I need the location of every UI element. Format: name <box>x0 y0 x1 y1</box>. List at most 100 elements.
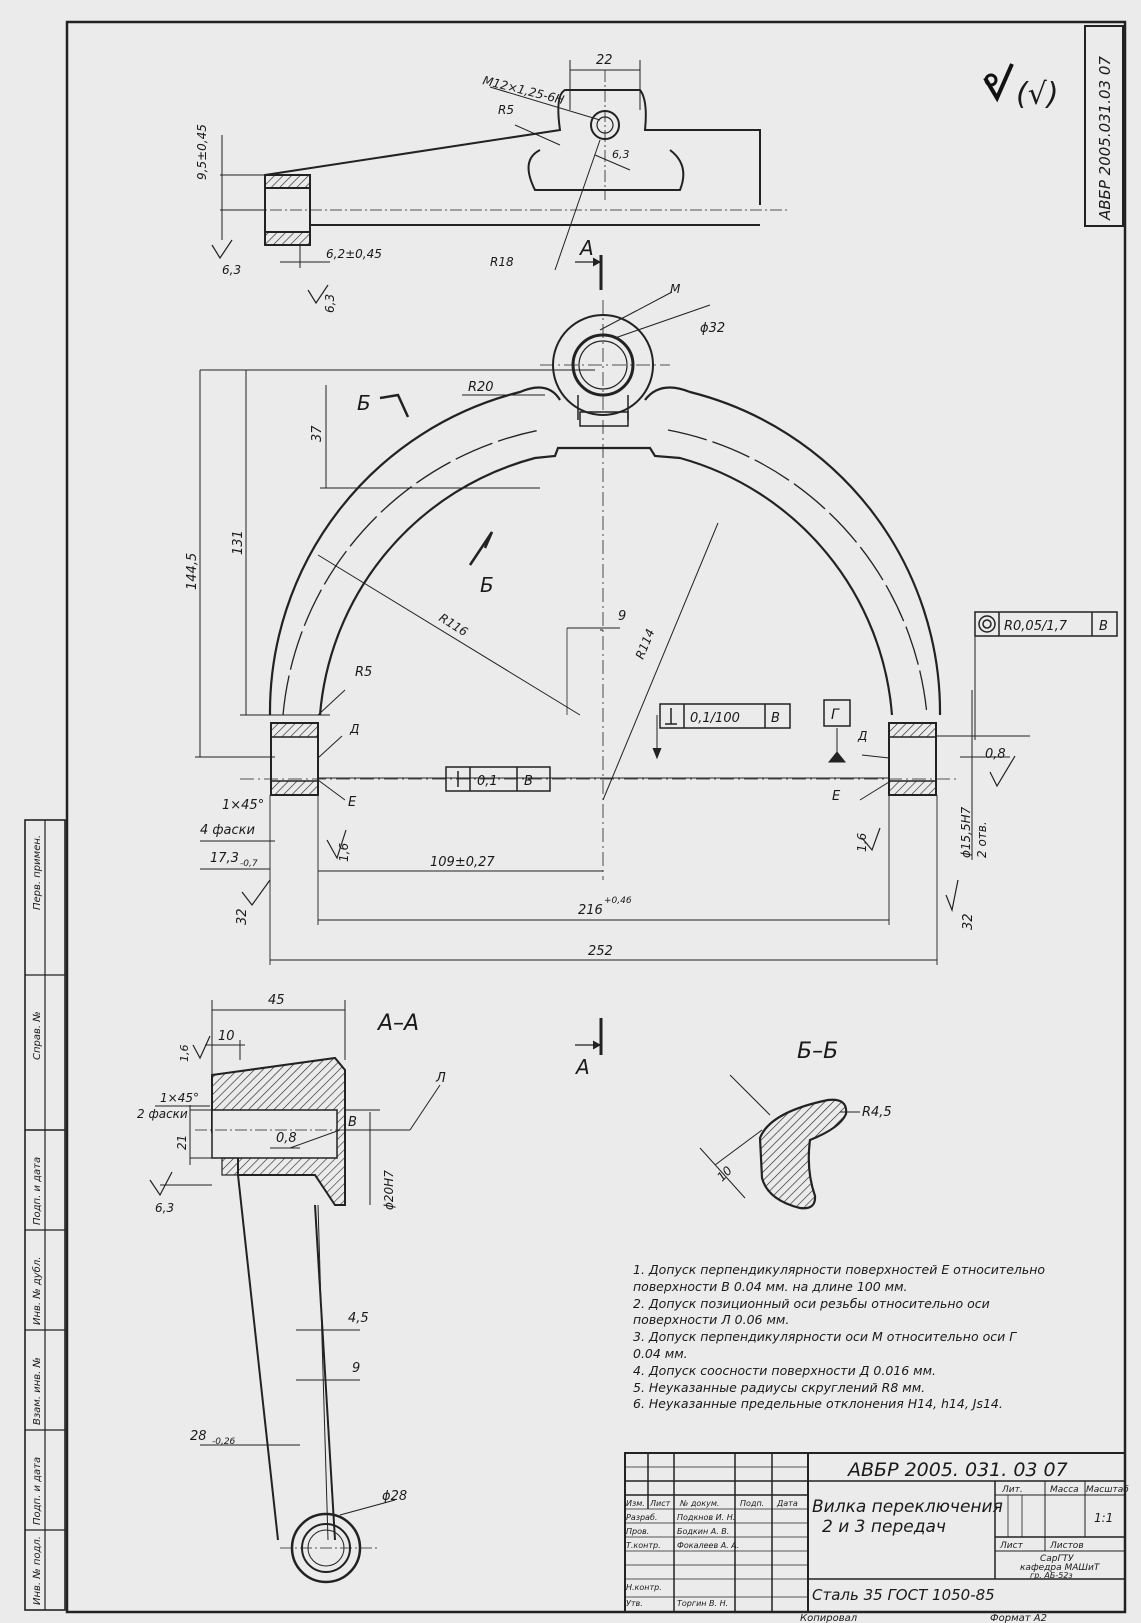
dim-6-2: 6,2±0,45 <box>326 247 382 261</box>
tb-name: Бодкин А. В. <box>677 1527 729 1536</box>
strip-label: Инв. № подл. <box>32 1536 43 1605</box>
note-line: 4. Допуск соосности поверхности Д 0.016 … <box>633 1362 937 1378</box>
tb-label-lit: Лит. <box>1001 1485 1023 1495</box>
dim-17-3-tol: -0,7 <box>240 859 258 869</box>
roughness-6-3-aa: 6,3 <box>155 1201 174 1215</box>
dim-r18: R18 <box>490 255 514 269</box>
dim-17-3: 17,3 <box>210 851 239 866</box>
svg-text:(√): (√) <box>1016 77 1059 112</box>
svg-text:0,1: 0,1 <box>477 774 498 789</box>
section-mark-a: А <box>578 236 594 260</box>
dim-chamfer2-count: 2 фаски <box>137 1107 188 1121</box>
strip-label: Взам. инв. № <box>32 1357 43 1425</box>
svg-text:В: В <box>524 774 533 789</box>
dim-28-tol: -0,26 <box>212 1437 236 1447</box>
section-mark-a-bottom: А <box>574 1055 590 1079</box>
tb-name: Фокалеев А. А. <box>677 1541 739 1550</box>
section-aa-title: А–А <box>376 1011 419 1036</box>
tb-copied: Копировал <box>800 1613 858 1623</box>
note-line: 2. Допуск позиционный оси резьбы относит… <box>633 1295 990 1311</box>
tb-role: Разраб. <box>626 1513 657 1522</box>
drawing-frame <box>65 20 1127 1614</box>
dim-r4-5: R4,5 <box>862 1105 892 1120</box>
note-line: 0.04 мм. <box>633 1345 688 1361</box>
strip-label: Подп. и дата <box>32 1157 43 1225</box>
drawing-code: АВБР 2005. 031. 03 07 <box>846 1459 1068 1481</box>
tb-scale-value: 1:1 <box>1094 1511 1113 1525</box>
dim-21: 21 <box>175 1135 189 1150</box>
tb-col-3: № докум. <box>679 1499 719 1508</box>
section-bb-view <box>699 1074 860 1210</box>
dim-216-tol: +0,46 <box>604 896 632 906</box>
dim-22: 22 <box>596 53 613 68</box>
section-marker-a-top <box>575 255 603 290</box>
svg-text:В: В <box>1099 619 1108 634</box>
tb-role: Пров. <box>626 1527 649 1536</box>
dim-phi32: ϕ32 <box>700 321 725 336</box>
label-e-right: Е <box>832 789 841 804</box>
note-line: 1. Допуск перпендикулярности поверхносте… <box>633 1262 1046 1277</box>
tb-label-scale: Масштаб <box>1086 1485 1129 1495</box>
dim-37: 37 <box>310 425 325 442</box>
roughness-32-left: 32 <box>235 908 250 925</box>
dim-thread: M12×1,25-6H <box>481 73 565 107</box>
dim-9-aa: 9 <box>352 1361 360 1376</box>
tb-role: Т.контр. <box>626 1541 661 1550</box>
tb-format: Формат А2 <box>990 1613 1047 1623</box>
dim-4-5: 4,5 <box>348 1311 369 1326</box>
label-e-left: Е <box>348 795 357 810</box>
label-v: В <box>348 1115 357 1130</box>
roughness-1-6-left: 1,6 <box>337 843 351 862</box>
section-aa-view <box>149 1000 441 1584</box>
strip-label: Подп. и дата <box>32 1457 43 1525</box>
tb-label-mass: Масса <box>1050 1485 1079 1495</box>
dim-chamfer-count: 4 фаски <box>200 823 255 838</box>
section-mark-b-lower: Б <box>480 573 494 597</box>
tb-col-4: Подп. <box>740 1499 764 1508</box>
technical-requirements: 1. Допуск перпендикулярности поверхносте… <box>633 1262 1083 1413</box>
section-bb-title: Б–Б <box>797 1039 838 1064</box>
section-marker-a-bottom <box>575 1018 603 1055</box>
svg-text:R0,05/1,7: R0,05/1,7 <box>1004 619 1068 634</box>
fcf-perpendicularity: 0,1 В <box>445 766 551 792</box>
svg-text:Г: Г <box>831 707 840 723</box>
dim-r5-top: R5 <box>498 103 514 117</box>
note-line: 6. Неуказанные предельные отклонения H14… <box>633 1396 1003 1412</box>
dim-10: 10 <box>218 1029 235 1044</box>
roughness-6-3-a: 6,3 <box>222 263 241 277</box>
dim-r114: R114 <box>633 627 658 661</box>
tb-col-5: Дата <box>776 1499 798 1508</box>
dim-0-8-aa: 0,8 <box>276 1131 297 1146</box>
dim-phi28: ϕ28 <box>382 1489 407 1504</box>
code-stamp-text: АВБР 2005.031.03 07 <box>1096 56 1114 221</box>
dim-109: 109±0,27 <box>430 855 495 870</box>
dim-r116: R116 <box>436 611 470 640</box>
label-d-right: Д <box>857 729 867 743</box>
dim-phi20: ϕ20Н7 <box>382 1170 396 1210</box>
title-block <box>624 1452 1126 1613</box>
note-line: поверхности Л 0.06 мм. <box>633 1312 790 1328</box>
note-line: 3. Допуск перпендикулярности оси М относ… <box>633 1329 1017 1345</box>
tb-role: Утв. <box>626 1599 643 1608</box>
label-m: M <box>670 282 681 296</box>
note-line: 5. Неуказанные радиусы скруглений R8 мм. <box>633 1379 926 1395</box>
tb-org-3: гр. АБ-52з <box>1030 1571 1073 1580</box>
dim-chamfer: 1×45° <box>222 798 264 813</box>
drawing-title-2: 2 и 3 передач <box>822 1517 946 1537</box>
top-view <box>211 60 790 305</box>
note-line: поверхности В 0.04 мм. на длине 100 мм. <box>633 1278 908 1294</box>
dim-r5: R5 <box>355 665 372 680</box>
dim-131: 131 <box>231 530 246 555</box>
datum-g-box: Г <box>823 699 851 727</box>
tb-name: Торгин В. Н. <box>677 1599 728 1608</box>
tb-col-2: Лист <box>649 1499 671 1508</box>
code-stamp <box>1084 25 1124 227</box>
tb-label-sheets: Листов <box>1049 1541 1084 1551</box>
fcf-concentricity: R0,05/1,7 В <box>974 611 1118 637</box>
dim-r20: R20 <box>468 380 494 395</box>
strip-label: Перв. примен. <box>32 835 43 910</box>
roughness-32-right: 32 <box>961 913 976 930</box>
section-mark-b-top: Б <box>357 391 371 415</box>
fcf-perpendicularity-100: 0,1/100 В <box>659 703 791 729</box>
tb-role: Н.контр. <box>626 1583 662 1592</box>
